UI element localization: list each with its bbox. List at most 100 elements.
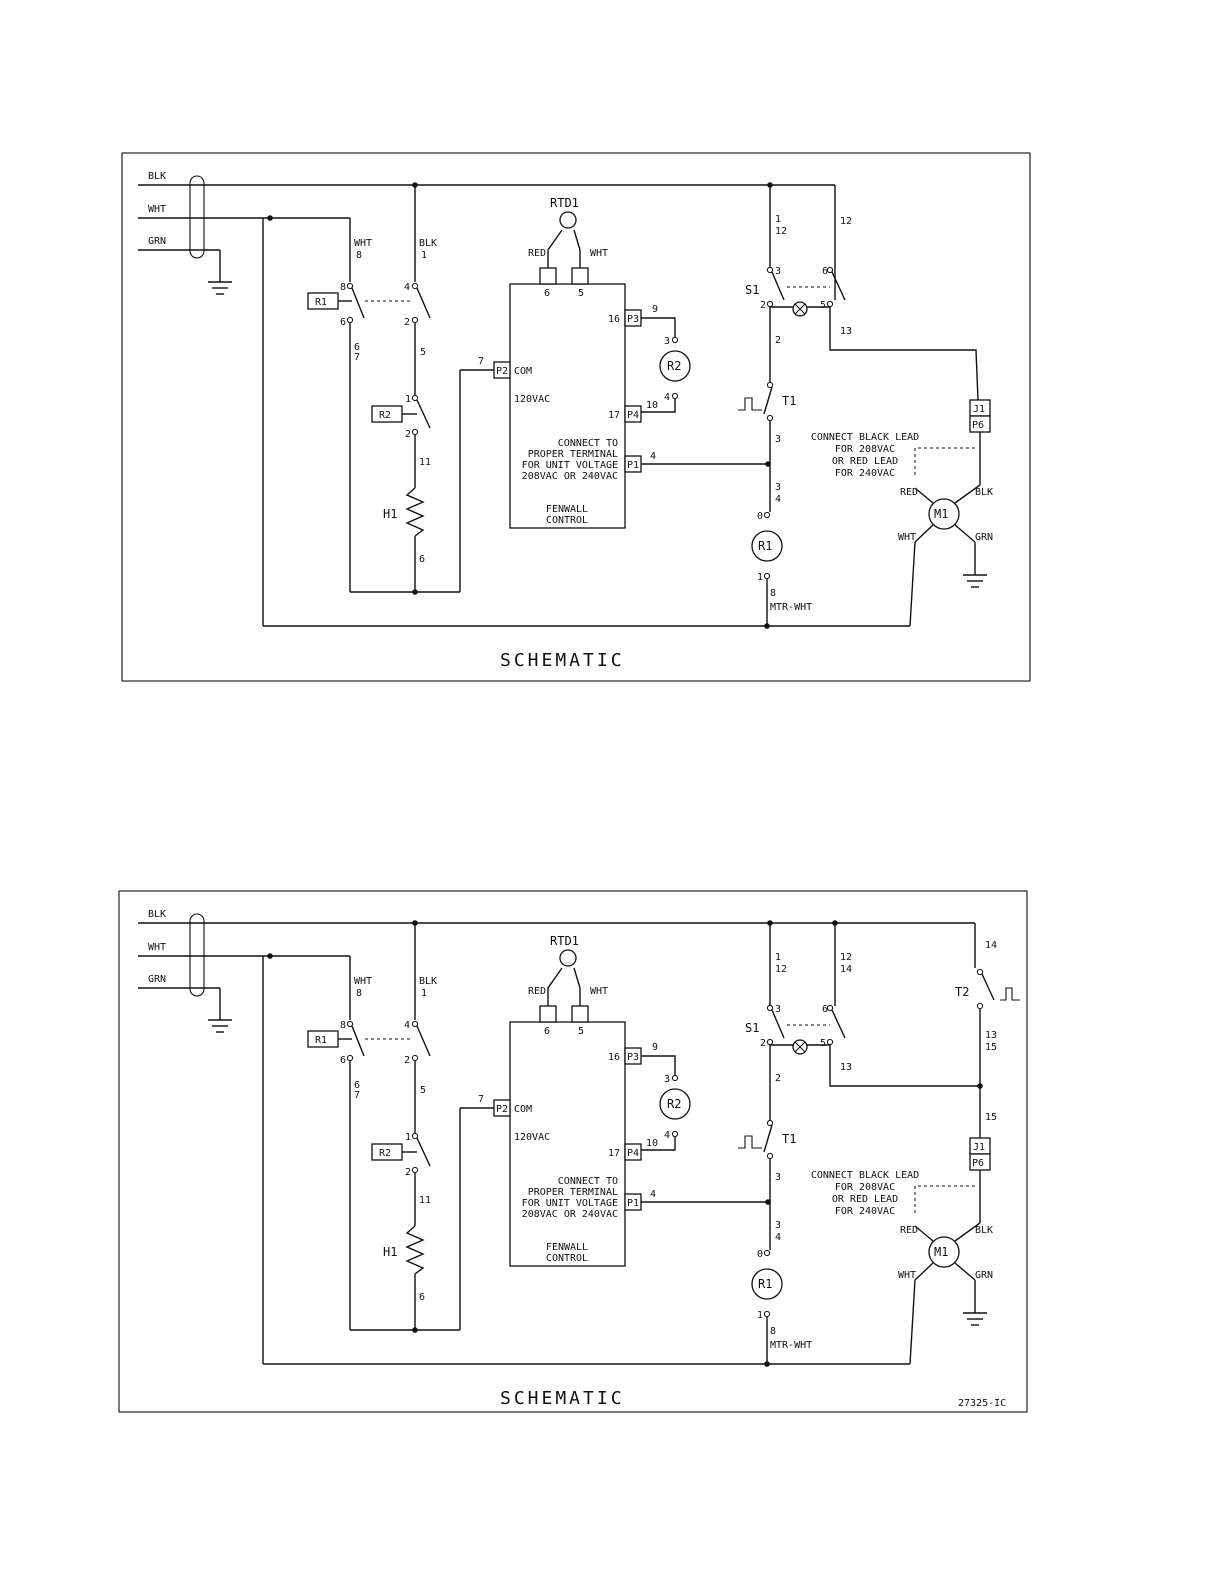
p2-label: P2	[496, 366, 508, 377]
terminal-number: 6	[340, 1055, 346, 1066]
wire-number: 13	[985, 1030, 997, 1041]
terminal-number: 3	[775, 1004, 781, 1015]
terminal-number: 0	[757, 1249, 763, 1260]
p2-label: P2	[496, 1104, 508, 1115]
wire-number: 3	[775, 482, 781, 493]
frame	[121, 152, 1031, 682]
wire-number: 8	[356, 250, 362, 261]
motor-wht	[914, 1262, 934, 1281]
com-label: COM	[514, 366, 532, 377]
terminal-number: 2	[760, 300, 766, 311]
lead-note: FOR 240VAC	[835, 1206, 895, 1217]
h1-label: H1	[383, 507, 397, 521]
p2-terminal	[493, 1099, 511, 1117]
terminal-number: 6	[822, 1004, 828, 1015]
terminal-number: 3	[664, 1074, 670, 1085]
h1-heater-resistor	[405, 1225, 425, 1275]
grn-lead-label: GRN	[148, 974, 166, 985]
r1-switch-blade	[416, 287, 431, 319]
rtd-terminal-6	[539, 1005, 557, 1023]
lead-note: FOR 208VAC	[835, 1182, 895, 1193]
terminal-number: 3	[775, 266, 781, 277]
p4-terminal	[624, 1143, 642, 1161]
lead-note: CONNECT BLACK LEAD	[811, 1170, 919, 1181]
red-label: RED	[528, 986, 546, 997]
r2-coil	[659, 350, 691, 382]
junction-dot	[764, 623, 770, 629]
p3-label: P3	[627, 1052, 639, 1063]
terminal	[826, 1004, 834, 1012]
p4-terminal	[624, 405, 642, 423]
r2-coil-label: R2	[667, 1097, 681, 1111]
wire-number: 8	[770, 1326, 776, 1337]
rtd-sensor	[559, 949, 577, 967]
terminal	[346, 316, 354, 324]
wire-number: 6	[354, 1080, 360, 1091]
terminal	[763, 572, 771, 580]
wire-number: 1	[775, 214, 781, 225]
wht-label: WHT	[590, 986, 608, 997]
rtd-sensor	[559, 211, 577, 229]
lead-note: OR RED LEAD	[832, 1194, 898, 1205]
h1-heater-resistor	[405, 487, 425, 537]
lamp-cross	[794, 303, 806, 315]
junction-dot	[764, 1361, 770, 1367]
blk-lead-label: BLK	[148, 171, 166, 182]
s1-blade	[771, 271, 785, 301]
com-label: COM	[514, 1104, 532, 1115]
wht-lead-label: WHT	[148, 942, 166, 953]
wire-number: 8	[356, 988, 362, 999]
terminal	[976, 968, 984, 976]
terminal-number: 16	[608, 1052, 620, 1063]
terminal	[766, 1038, 774, 1046]
motor-red	[914, 487, 934, 504]
wire-number: 6	[419, 1292, 425, 1303]
connect-to-note: PROPER TERMINAL	[528, 1187, 618, 1198]
fenwall-label: CONTROL	[546, 1253, 588, 1264]
rtd-terminal-5	[571, 1005, 589, 1023]
t1-label: T1	[782, 394, 796, 408]
wire-number: 12	[775, 226, 787, 237]
rtd-terminal-6	[539, 267, 557, 285]
motor-neutral	[909, 541, 916, 627]
junction-dot	[267, 953, 273, 959]
terminal	[826, 266, 834, 274]
terminal	[411, 1166, 419, 1174]
wht-label: WHT	[354, 976, 372, 987]
blk-label: BLK	[419, 976, 437, 987]
wire-number: 3	[775, 1220, 781, 1231]
j1-label: J1	[973, 1142, 985, 1153]
r1-label: R1	[315, 1035, 327, 1046]
wire-10	[641, 1137, 676, 1151]
wire-13	[829, 1045, 980, 1087]
terminal-number: 5	[578, 1026, 584, 1037]
motor-wht-label: WHT	[898, 1270, 916, 1281]
wht-label: WHT	[590, 248, 608, 259]
motor-red	[914, 1225, 934, 1242]
terminal-number: 8	[340, 282, 346, 293]
wire-number: 4	[775, 1232, 781, 1243]
fenwall-control-block	[509, 283, 626, 529]
r2-coil-label: R2	[667, 359, 681, 373]
p1-label: P1	[627, 460, 639, 471]
m1-label: M1	[934, 1245, 948, 1259]
lead-note: CONNECT BLACK LEAD	[811, 432, 919, 443]
wire-9	[641, 317, 676, 338]
mtr-wht-label: MTR-WHT	[770, 1340, 812, 1351]
p3-label: P3	[627, 314, 639, 325]
terminal	[766, 381, 774, 389]
motor-blk-label: BLK	[975, 487, 993, 498]
terminal-number: 5	[578, 288, 584, 299]
cable-sheath	[189, 175, 205, 259]
wire-number: 2	[775, 1073, 781, 1084]
connect-to-note: PROPER TERMINAL	[528, 449, 618, 460]
fenwall-label: FENWALL	[546, 504, 588, 515]
lamp-cross	[794, 1041, 806, 1053]
wire-number: 11	[419, 1195, 431, 1206]
wire-9	[641, 1055, 676, 1076]
terminal	[766, 414, 774, 422]
r1-coil-label: R1	[758, 539, 772, 553]
red-label: RED	[528, 248, 546, 259]
terminal-number: 1	[757, 572, 763, 583]
